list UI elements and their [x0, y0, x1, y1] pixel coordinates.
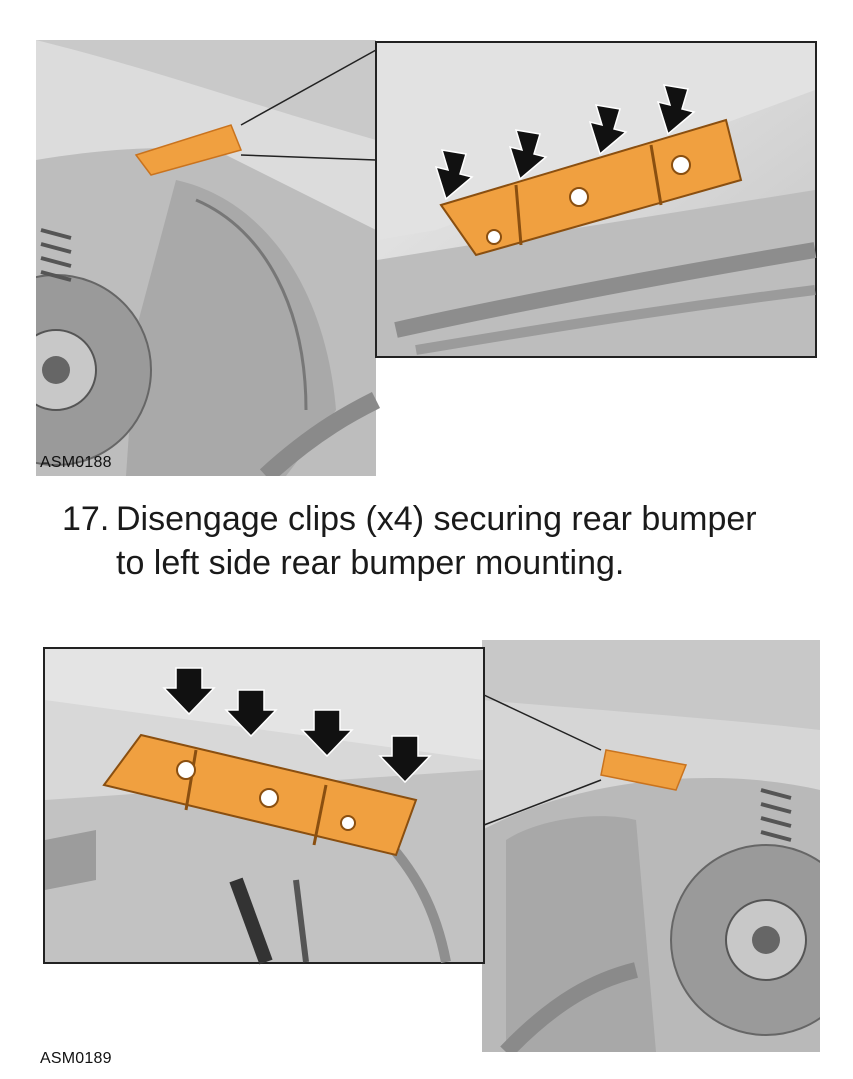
bracket-location-highlight	[134, 124, 243, 176]
clip-arrows-2	[162, 667, 432, 784]
inset-detail-2	[43, 647, 485, 965]
step-text-line-1: Disengage clips (x4) securing rear bumpe…	[116, 500, 757, 538]
step-text: Disengage clips (x4) securing rear bumpe…	[116, 497, 836, 585]
inset-detail	[375, 41, 817, 358]
fig2-drawing	[36, 640, 820, 1052]
figure-id-2: ASM0189	[40, 1050, 112, 1067]
spring-2	[760, 788, 792, 842]
bracket-location-highlight-2	[600, 749, 688, 791]
figure-id-1: ASM0188	[40, 454, 112, 471]
illustration-asm0188	[36, 30, 820, 476]
step-number: 17.	[62, 500, 110, 538]
illustration-asm0189	[36, 640, 820, 1052]
rear-bumper-mounting-bracket	[439, 118, 743, 257]
step-text-line-2: to left side rear bumper mounting.	[116, 544, 625, 582]
wheel-arch-2	[506, 816, 656, 1052]
clip-arrows	[434, 84, 696, 201]
wheel-arch	[126, 180, 336, 476]
fig1-drawing	[36, 30, 820, 476]
spring	[40, 228, 72, 282]
